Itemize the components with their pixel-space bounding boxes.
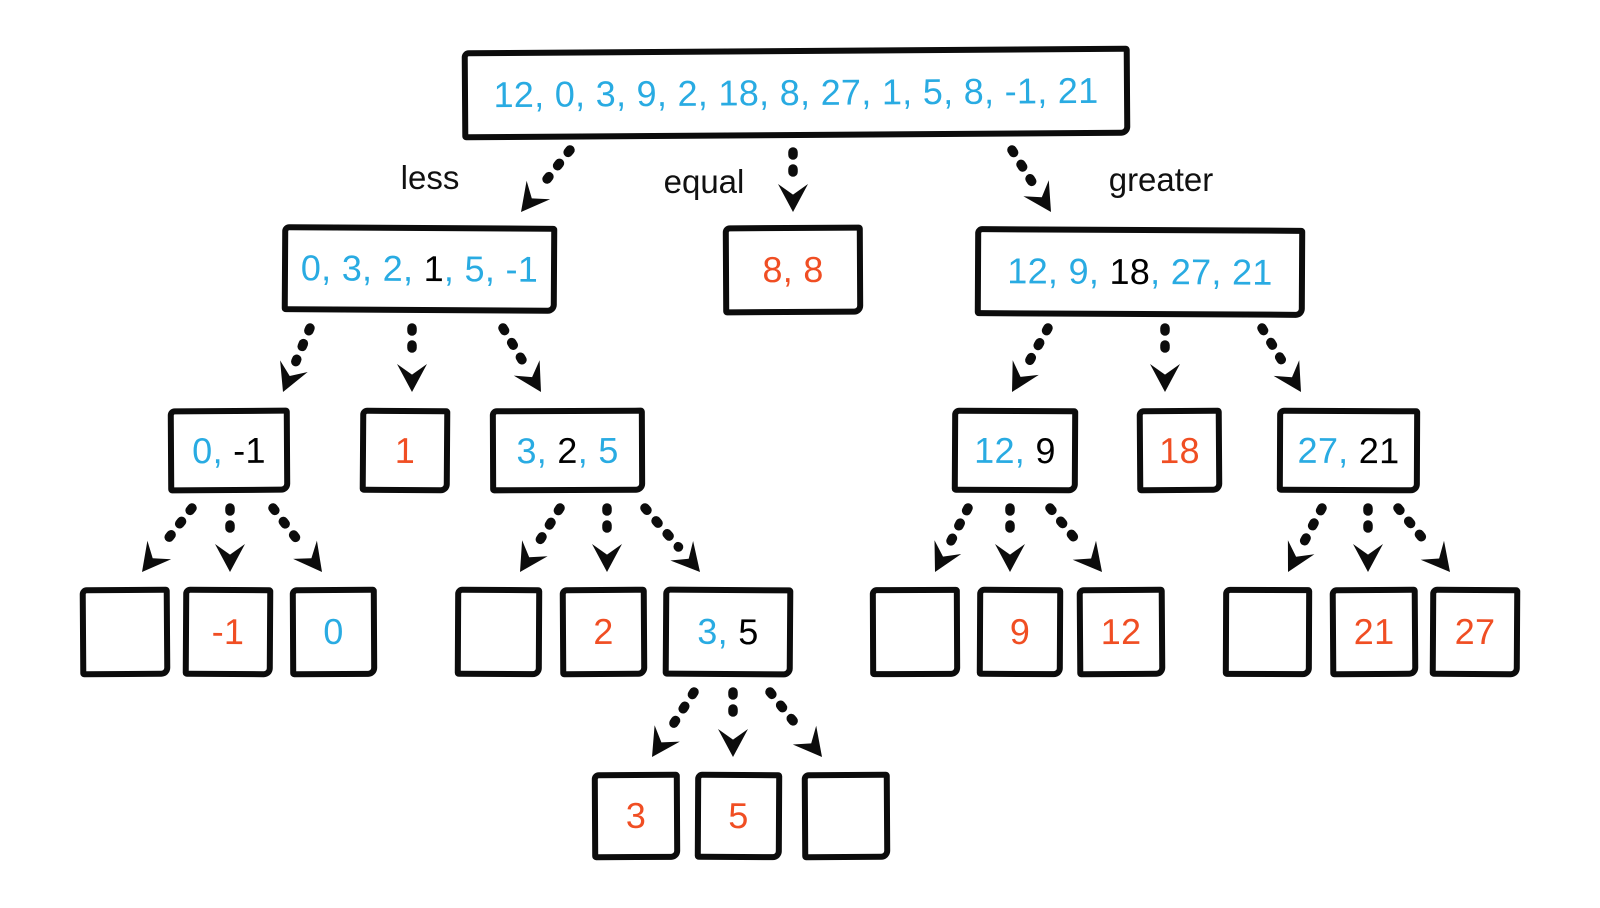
tree-node-empty-4	[1222, 586, 1313, 678]
node-value: 0, 3, 2,	[300, 247, 424, 290]
node-value: 2	[593, 610, 614, 653]
tree-node-pivot-1: 1	[359, 407, 451, 494]
arrow-connector	[718, 687, 748, 757]
arrow-connector	[778, 147, 808, 212]
arrow-connector	[520, 503, 565, 572]
node-value: ,	[577, 429, 599, 471]
node-value: 3,	[516, 429, 558, 471]
branch-label-less: less	[400, 159, 460, 196]
tree-node-0-neg1: 0, -1	[167, 407, 291, 494]
node-value: , 27, 21	[1150, 251, 1273, 293]
node-value: -1	[233, 429, 266, 471]
tree-node-empty-3	[869, 586, 961, 678]
tree-node-3-2-5: 3, 2, 5	[489, 407, 646, 494]
node-value: 18	[1109, 250, 1151, 293]
tree-node-27-21: 27, 21	[1276, 407, 1421, 494]
node-value: 12, 0, 3, 9, 2, 18, 8, 27, 1, 5, 8, -1, …	[493, 69, 1099, 116]
node-value: , 5, -1	[443, 248, 539, 290]
arrow-connector	[1257, 323, 1301, 392]
node-value: 18	[1159, 429, 1200, 471]
node-value: 0	[323, 610, 344, 653]
node-value: -1	[211, 610, 245, 653]
arrow-connector	[1393, 503, 1450, 572]
tree-node-12-9: 12, 9	[951, 407, 1079, 494]
arrow-connector	[652, 687, 699, 757]
tree-node-leaf-0: 0	[289, 586, 378, 678]
tree-node-greater-partition: 12, 9, 18, 27, 21	[974, 226, 1306, 318]
node-value: 2	[557, 429, 578, 471]
arrow-connector	[1007, 145, 1051, 212]
tree-node-leaf-3: 3	[591, 771, 681, 861]
node-value: 12	[1100, 610, 1142, 653]
node-value: 9	[1009, 610, 1031, 653]
arrow-connector	[640, 503, 700, 572]
node-value: 8, 8	[762, 248, 824, 291]
arrow-connector	[498, 323, 541, 392]
tree-node-less-partition: 0, 3, 2, 1, 5, -1	[281, 224, 558, 314]
node-value: 27,	[1297, 429, 1359, 471]
branch-label-greater: greater	[1108, 161, 1214, 198]
arrow-connector	[215, 503, 245, 572]
tree-node-root: 12, 0, 3, 9, 2, 18, 8, 27, 1, 5, 8, -1, …	[461, 45, 1131, 141]
tree-node-empty-1	[79, 586, 171, 678]
node-value: 21	[1358, 429, 1400, 471]
arrow-connector	[1353, 503, 1383, 572]
tree-node-empty-5	[801, 771, 891, 861]
node-value: 5	[738, 611, 759, 653]
node-value: 9	[1035, 429, 1056, 471]
tree-node-leaf-9: 9	[976, 586, 1064, 678]
tree-node-empty-2	[454, 586, 543, 678]
arrow-connector	[397, 323, 427, 392]
node-value: 27	[1454, 610, 1496, 653]
tree-node-leaf-neg1: -1	[182, 586, 274, 678]
tree-node-3-5: 3, 5	[662, 586, 794, 678]
tree-node-leaf-27: 27	[1429, 586, 1521, 678]
branch-label-equal: equal	[663, 163, 745, 200]
arrow-connector	[521, 145, 575, 212]
node-value: 1	[394, 429, 416, 471]
node-value: 21	[1353, 610, 1395, 653]
arrow-connector	[1012, 323, 1053, 392]
arrow-connector	[765, 687, 822, 757]
node-value: 12,	[974, 429, 1036, 471]
arrow-connector	[280, 323, 315, 392]
arrow-connector	[1150, 323, 1180, 392]
node-value: 5	[728, 794, 749, 837]
node-value: 5	[598, 429, 619, 471]
tree-node-leaf-2: 2	[559, 586, 648, 678]
arrow-connector	[592, 503, 622, 572]
node-value: 1	[423, 248, 445, 290]
arrow-connector	[142, 503, 197, 572]
arrow-connector	[934, 503, 973, 572]
tree-node-leaf-12: 12	[1076, 586, 1166, 678]
node-value: 0,	[192, 429, 234, 471]
tree-node-leaf-5: 5	[694, 771, 783, 861]
arrow-connector	[1287, 503, 1327, 572]
tree-node-equal-partition: 8, 8	[722, 224, 864, 316]
arrow-connector	[268, 503, 322, 572]
node-value: 3	[625, 794, 647, 837]
arrow-connector	[1045, 503, 1102, 572]
arrow-connector	[995, 503, 1025, 572]
tree-node-leaf-21: 21	[1329, 586, 1419, 678]
tree-node-pivot-18: 18	[1136, 407, 1223, 494]
node-value: 12, 9,	[1007, 250, 1110, 292]
node-value: 3,	[697, 610, 739, 653]
